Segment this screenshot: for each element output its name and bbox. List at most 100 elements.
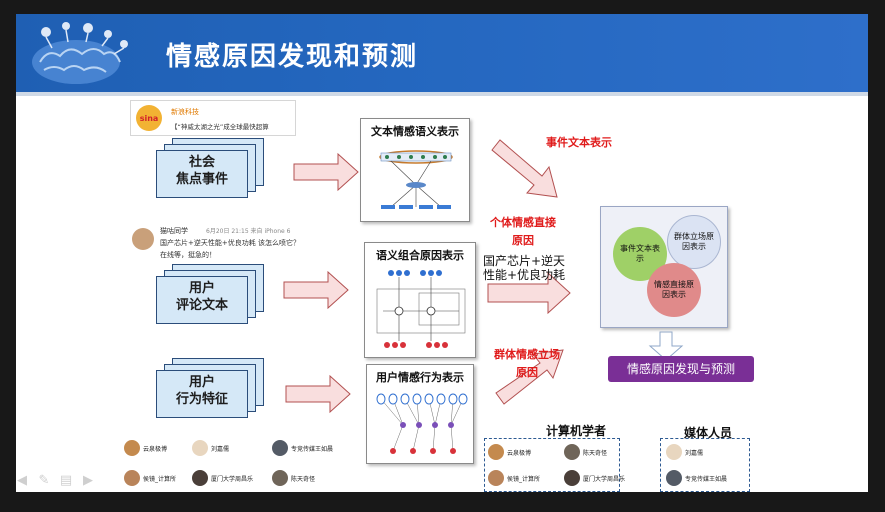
avatar bbox=[564, 444, 580, 460]
person-tag: 陈天奇怪 bbox=[272, 470, 315, 486]
individual-cause-line1: 个体情感直接 bbox=[490, 216, 556, 229]
network-diagram-icon bbox=[379, 150, 453, 209]
source-line2: 行为特征 bbox=[175, 392, 228, 407]
avatar bbox=[666, 444, 682, 460]
neural-network-icon bbox=[376, 393, 468, 454]
arrow-right-icon bbox=[293, 152, 359, 192]
person-tag: 厦门大学周昌乐 bbox=[192, 470, 253, 486]
box-title: 语义组合原因表示 bbox=[376, 249, 464, 262]
venn-group-circle: 群体立场原因表示 bbox=[667, 215, 721, 269]
doc-sheet bbox=[156, 370, 248, 418]
media-people-group bbox=[660, 438, 750, 492]
person-tag: 侯镜_计算所 bbox=[488, 470, 540, 486]
user-avatar bbox=[132, 228, 154, 250]
doc-sheet bbox=[156, 276, 248, 324]
person-tag: 专竞传媒王如晨 bbox=[666, 470, 727, 486]
post-text-line1: 国产芯片+逆天性能+优良功耗 该怎么喷它？ bbox=[160, 239, 300, 247]
person-name: 云泉极博 bbox=[507, 449, 532, 457]
avatar bbox=[124, 440, 140, 456]
arrow-diagonal-icon bbox=[491, 139, 558, 198]
post-meta: 6月20日 21:15 来自 iPhone 6 bbox=[206, 228, 291, 235]
brain-logo-icon bbox=[32, 22, 128, 84]
avatar bbox=[192, 470, 208, 486]
source-line1: 社会 bbox=[188, 155, 215, 170]
sina-logo-icon: sina bbox=[136, 105, 162, 131]
person-name: 云泉极博 bbox=[143, 445, 168, 453]
person-name: 刘嘉儒 bbox=[685, 449, 704, 457]
person-name: 陈天奇怪 bbox=[291, 475, 316, 483]
pen-icon[interactable]: ✎ bbox=[38, 473, 50, 488]
person-name: 侯镜_计算所 bbox=[507, 475, 541, 483]
venn-panel: 事件文本表示 群体立场原因表示 情感直接原因表示 bbox=[600, 206, 728, 328]
avatar bbox=[488, 444, 504, 460]
person-tag: 侯镜_计算所 bbox=[124, 470, 176, 486]
person-name: 专竞传媒王如晨 bbox=[685, 475, 728, 483]
arrow-down-icon bbox=[648, 331, 684, 361]
person-name: 刘嘉儒 bbox=[211, 445, 230, 453]
cs-scholars-label: 计算机学者 bbox=[546, 424, 607, 438]
person-tag: 专竞传媒王如晨 bbox=[272, 440, 333, 456]
individual-cause-label: 个体情感直接 原因 bbox=[478, 214, 568, 250]
post-user: 猫咕同学 bbox=[160, 227, 188, 235]
person-name: 侯镜_计算所 bbox=[143, 475, 177, 483]
person-tag: 刘嘉儒 bbox=[192, 440, 229, 456]
source-line2: 评论文本 bbox=[175, 298, 228, 313]
cause-phrase: 国产芯片+逆天 性能+优良功耗 bbox=[474, 254, 574, 282]
person-tag: 云泉极博 bbox=[124, 440, 167, 456]
box-title: 用户情感行为表示 bbox=[376, 371, 464, 384]
arrow-right-icon bbox=[283, 270, 349, 310]
source-line2: 焦点事件 bbox=[175, 172, 228, 187]
arrows-layer bbox=[283, 139, 684, 414]
person-name: 陈天奇怪 bbox=[583, 449, 608, 457]
person-name: 厦门大学周昌乐 bbox=[583, 475, 626, 483]
cause-phrase-line2: 性能+优良功耗 bbox=[482, 268, 566, 282]
title-banner: 情感原因发现和预测 bbox=[16, 14, 868, 92]
venn-individual-circle: 情感直接原因表示 bbox=[647, 263, 701, 317]
avatar bbox=[272, 440, 288, 456]
slide: 情感原因发现和预测 sina 新浪科技 【“神威太湖之光”成全球最快超算 猫咕同… bbox=[16, 14, 868, 492]
individual-cause-line2: 原因 bbox=[512, 234, 534, 247]
group-stance-label: 群体情感立场 原因 bbox=[482, 346, 572, 382]
box-title: 文本情感语义表示 bbox=[371, 125, 459, 138]
text-semantic-representation-box: 文本情感语义表示 bbox=[360, 118, 470, 222]
cs-scholars-group bbox=[484, 438, 620, 492]
arrow-right-icon bbox=[285, 374, 351, 414]
semantic-composition-cause-box: 语义组合原因表示 bbox=[364, 242, 476, 358]
user-behavior-representation-box: 用户情感行为表示 bbox=[366, 364, 474, 464]
person-name: 厦门大学周昌乐 bbox=[211, 475, 254, 483]
sina-news-card: sina 新浪科技 【“神威太湖之光”成全球最快超算 bbox=[130, 100, 296, 136]
person-tag: 刘嘉儒 bbox=[666, 444, 703, 460]
doc-sheet bbox=[156, 150, 248, 198]
group-stance-line2: 原因 bbox=[516, 366, 538, 379]
source-line1: 用户 bbox=[188, 281, 215, 296]
source-line1: 用户 bbox=[188, 375, 215, 390]
result-emotion-cause-prediction: 情感原因发现与预测 bbox=[608, 356, 754, 382]
sina-account: 新浪科技 bbox=[171, 108, 199, 116]
person-tag: 陈天奇怪 bbox=[564, 444, 607, 460]
presentation-toolbar: ◀ ✎ ▤ ▶ bbox=[14, 474, 96, 488]
weibo-post-card: 猫咕同学 6月20日 21:15 来自 iPhone 6 国产芯片+逆天性能+优… bbox=[128, 222, 342, 268]
avatar bbox=[488, 470, 504, 486]
avatar bbox=[124, 470, 140, 486]
person-tag: 厦门大学周昌乐 bbox=[564, 470, 625, 486]
avatar bbox=[192, 440, 208, 456]
avatar bbox=[666, 470, 682, 486]
post-text-line2: 在线等，挺急的！ bbox=[160, 251, 216, 259]
avatar bbox=[564, 470, 580, 486]
person-tag: 云泉极博 bbox=[488, 444, 531, 460]
menu-icon[interactable]: ▤ bbox=[59, 473, 73, 488]
arrow-left-icon[interactable]: ◀ bbox=[17, 473, 27, 488]
cause-phrase-line1: 国产芯片+逆天 bbox=[482, 254, 566, 268]
composition-diagram-icon bbox=[376, 270, 466, 348]
banner-divider bbox=[16, 92, 868, 96]
person-name: 专竞传媒王如晨 bbox=[291, 445, 334, 453]
sina-logo-text: sina bbox=[140, 114, 159, 123]
avatar bbox=[272, 470, 288, 486]
arrow-right-icon bbox=[487, 271, 571, 315]
arrow-diagonal-icon bbox=[495, 349, 564, 405]
slide-title: 情感原因发现和预测 bbox=[166, 42, 419, 72]
arrow-right-icon[interactable]: ▶ bbox=[83, 473, 93, 488]
media-people-label: 媒体人员 bbox=[684, 426, 733, 440]
group-stance-line1: 群体情感立场 bbox=[494, 348, 560, 361]
